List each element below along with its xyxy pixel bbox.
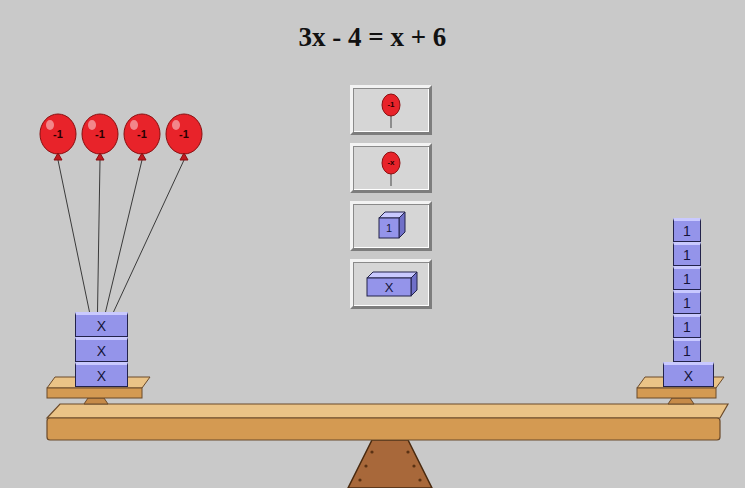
tool-button: X (350, 259, 432, 309)
tool-button: -1 (350, 85, 432, 135)
value-label: 1 (386, 223, 392, 234)
balloon-string (98, 160, 101, 312)
value-label: -1 (387, 101, 394, 109)
x-block: X (75, 312, 128, 337)
block-label: 1 (683, 248, 691, 262)
balloon-icon (353, 88, 429, 132)
balloon: -1 (165, 114, 203, 160)
block-label: 1 (683, 272, 691, 286)
value-label: X (385, 281, 394, 294)
pedestal (668, 398, 694, 404)
balloon-string (58, 160, 90, 312)
block-label: X (97, 344, 106, 358)
block-label: 1 (683, 224, 691, 238)
beam-front (47, 418, 720, 440)
x-block: X (75, 362, 128, 387)
unit-block: 1 (673, 290, 701, 314)
block-label: X (97, 319, 106, 333)
block-label: 1 (683, 344, 691, 358)
balloon: -1 (39, 114, 77, 160)
x-block: X (75, 337, 128, 362)
unit-block: 1 (673, 242, 701, 266)
unit-block: 1 (673, 338, 701, 362)
block-label: 1 (683, 320, 691, 334)
pan-front (47, 388, 142, 398)
fulcrum (348, 440, 432, 488)
balloon-string (114, 160, 185, 312)
pan-front (637, 388, 716, 398)
value-label: -1 (179, 129, 189, 140)
pedestal (84, 398, 108, 404)
unit-block: 1 (673, 218, 701, 242)
x-block: X (663, 362, 714, 387)
tool-button: 1 (350, 201, 432, 251)
block-label: X (684, 369, 693, 383)
value-label: -x (387, 159, 394, 167)
tool-button: -x (350, 143, 432, 193)
rivets (358, 450, 421, 481)
balloon-icon (353, 146, 429, 190)
value-label: -1 (95, 129, 105, 140)
equation-title: 3x - 4 = x + 6 (0, 22, 745, 53)
block-label: 1 (683, 296, 691, 310)
value-label: -1 (137, 129, 147, 140)
unit-block: 1 (673, 266, 701, 290)
balloon: -1 (81, 114, 119, 160)
value-label: -1 (53, 129, 63, 140)
balloon: -1 (123, 114, 161, 160)
beam-top (47, 404, 728, 418)
unit-block: 1 (673, 314, 701, 338)
block-label: X (97, 369, 106, 383)
